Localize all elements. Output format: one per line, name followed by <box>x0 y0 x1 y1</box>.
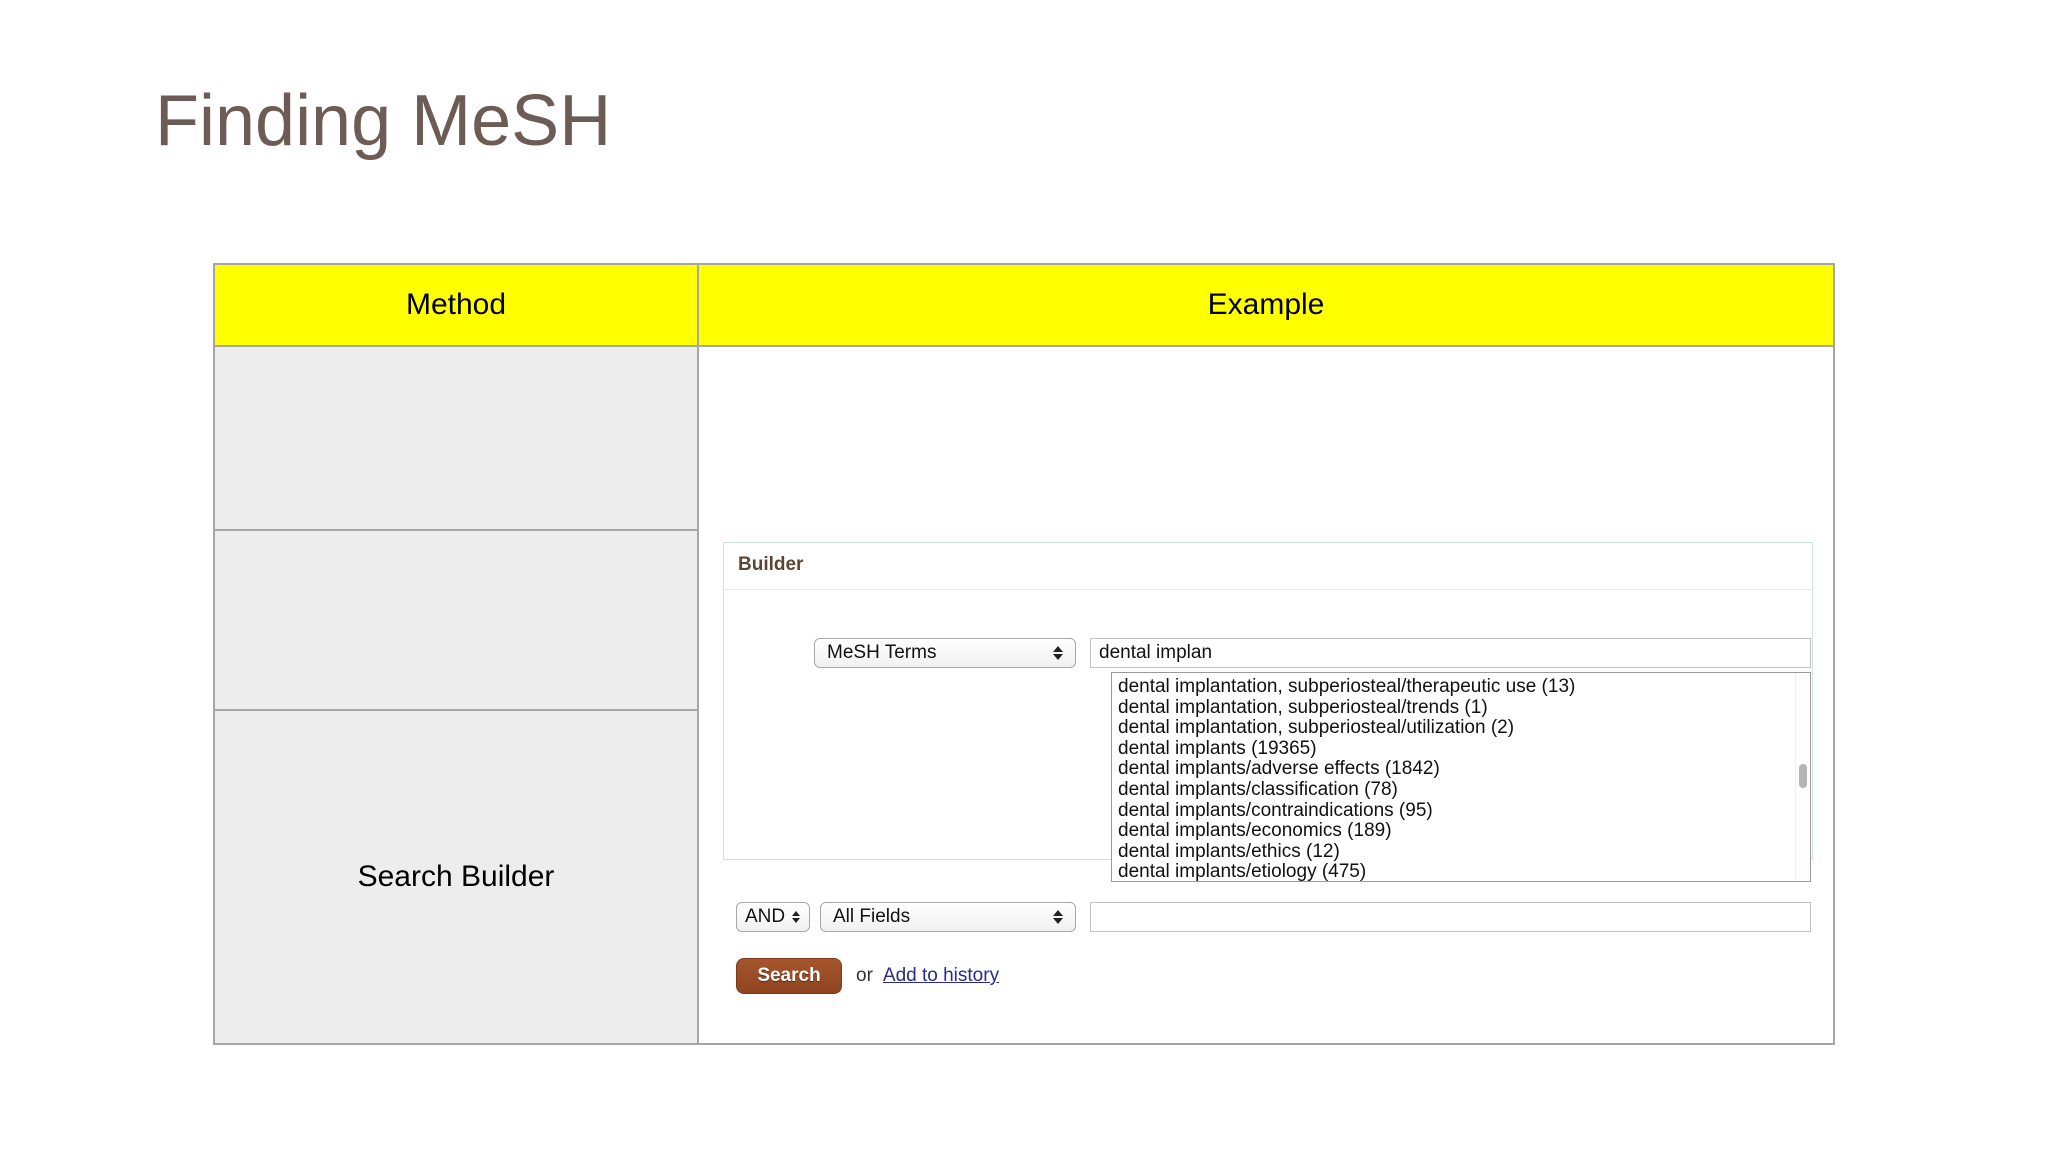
boolean-operator-select[interactable]: AND <box>736 902 810 932</box>
list-item[interactable]: dental implants/adverse effects (1842) <box>1118 758 1440 780</box>
builder-action-row: Search or Add to history <box>736 958 999 994</box>
list-item[interactable]: dental implants/ethics (12) <box>1118 840 1340 862</box>
builder-label: Builder <box>738 554 804 575</box>
field-select-all-fields-value: All Fields <box>833 906 911 927</box>
pubmed-builder-panel: Builder MeSH Terms dental implan <box>723 542 1813 994</box>
search-button[interactable]: Search <box>736 958 842 994</box>
scrollbar-thumb[interactable] <box>1799 764 1807 788</box>
builder-header: Builder <box>724 543 1812 590</box>
table-row <box>215 347 697 531</box>
suggestion-list-scrollbar[interactable] <box>1795 674 1809 880</box>
table-header-row: Method Example <box>215 265 1833 347</box>
suggestion-items: dental implantation, subperiosteal/thera… <box>1112 673 1810 882</box>
list-item[interactable]: dental implants/classification (78) <box>1118 778 1398 800</box>
field-select-mesh-terms[interactable]: MeSH Terms <box>814 638 1076 668</box>
field-select-mesh-terms-value: MeSH Terms <box>827 642 937 663</box>
boolean-operator-value: AND <box>745 906 786 927</box>
table-row <box>215 531 697 711</box>
table-row: Search Builder <box>215 711 697 1043</box>
list-item[interactable]: dental implants/economics (189) <box>1118 820 1392 842</box>
or-label: or <box>856 965 873 986</box>
list-item[interactable]: dental implantation, subperiosteal/thera… <box>1118 676 1576 697</box>
list-item[interactable]: dental implants/contraindications (95) <box>1118 799 1433 821</box>
stepper-arrows-icon <box>1047 903 1069 931</box>
secondary-search-input[interactable] <box>1090 902 1811 932</box>
field-select-all-fields[interactable]: All Fields <box>820 902 1076 932</box>
page-title: Finding MeSH <box>155 81 612 161</box>
method-column: Search Builder <box>215 347 699 1043</box>
comparison-table: Method Example Search Builder Builder Me… <box>213 263 1835 1045</box>
column-header-method: Method <box>215 265 699 345</box>
list-item[interactable]: dental implantation, subperiosteal/utili… <box>1118 717 1515 739</box>
list-item[interactable]: dental implants (19365) <box>1118 737 1317 759</box>
stepper-arrows-icon <box>785 903 806 931</box>
list-item[interactable]: dental implants/etiology (475) <box>1118 861 1367 882</box>
list-item[interactable]: dental implantation, subperiosteal/trend… <box>1118 696 1488 718</box>
table-body: Search Builder Builder MeSH Terms <box>215 347 1833 1043</box>
autocomplete-suggestion-list[interactable]: dental implantation, subperiosteal/thera… <box>1111 672 1811 882</box>
stepper-arrows-icon <box>1047 639 1069 667</box>
column-header-example: Example <box>699 265 1833 345</box>
search-input[interactable]: dental implan <box>1090 638 1811 668</box>
example-column: Builder MeSH Terms dental implan <box>699 347 1833 1043</box>
add-to-history-link[interactable]: Add to history <box>882 965 1000 986</box>
